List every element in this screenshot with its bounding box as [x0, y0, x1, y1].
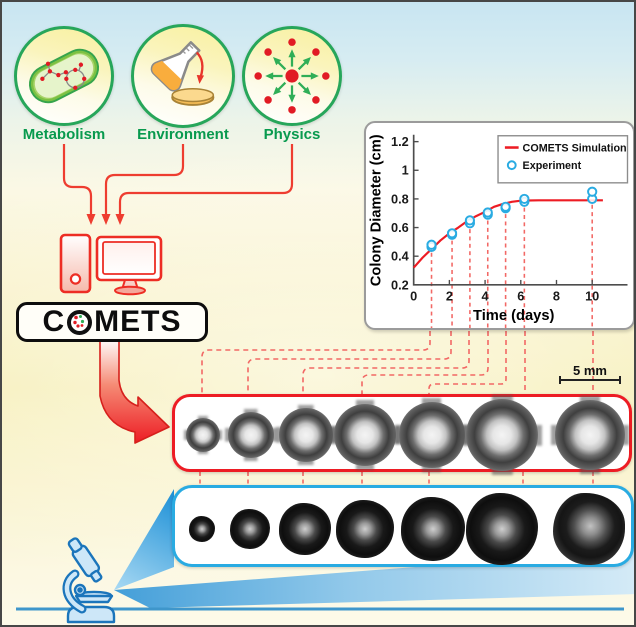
- environment-label: Environment: [137, 126, 229, 143]
- input-connector-arrowheads: [86, 214, 125, 225]
- simulation-colony-row: [172, 394, 632, 472]
- environment-circle: [131, 24, 235, 128]
- simulated-colony-image: [186, 418, 220, 452]
- chart-legend: COMETS Simulation Experiment: [497, 135, 629, 184]
- x-axis-label: Time (days): [473, 308, 555, 324]
- row-connector-droplines: [199, 472, 594, 484]
- experimental-colony-image: [336, 500, 394, 558]
- experiment-point: [446, 228, 458, 239]
- experimental-colony-image: [466, 493, 538, 565]
- comets-output-arrow: [99, 337, 170, 444]
- experiment-colony-row: [172, 485, 634, 567]
- svg-text:Experiment: Experiment: [523, 160, 582, 172]
- y-axis-label: Colony Diameter (cm): [368, 134, 384, 286]
- experimental-colony-image: [279, 503, 331, 555]
- scale-bar: 5 mm: [558, 363, 622, 384]
- flask-petri-dish-icon: [150, 41, 215, 106]
- experiment-point: [519, 193, 530, 205]
- microscope-icon: [62, 537, 116, 624]
- experiment-point: [464, 215, 476, 226]
- simulated-colony-image: [279, 408, 333, 462]
- physics-label: Physics: [263, 126, 321, 143]
- computer-icon: [59, 233, 163, 296]
- input-connector-lines: [62, 144, 294, 215]
- experimental-colony-image: [401, 497, 465, 561]
- svg-text:10: 10: [585, 289, 599, 304]
- svg-text:1: 1: [402, 163, 409, 178]
- bacterium-icon: [29, 48, 99, 104]
- simulated-colony-image: [555, 400, 625, 470]
- simulated-colony-image: [399, 402, 465, 468]
- svg-text:0.6: 0.6: [391, 220, 409, 235]
- svg-text:8: 8: [553, 289, 560, 304]
- svg-text:4: 4: [482, 289, 490, 304]
- svg-text:2: 2: [446, 289, 453, 304]
- logo-text-prefix: C: [42, 305, 66, 338]
- simulated-colony-image: [466, 399, 538, 471]
- experiment-point: [482, 207, 493, 218]
- svg-text:COMETS Simulation: COMETS Simulation: [523, 142, 627, 154]
- experimental-colony-image: [189, 516, 215, 542]
- experiment-point: [500, 201, 511, 212]
- logo-text-suffix: METS: [94, 305, 182, 338]
- metabolism-circle: [14, 26, 114, 126]
- diffusion-arrows-icon: [253, 38, 331, 115]
- scale-bar-line: [559, 376, 621, 384]
- experimental-colony-image: [553, 493, 625, 565]
- scale-bar-label: 5 mm: [573, 363, 607, 378]
- svg-text:1.2: 1.2: [391, 134, 409, 149]
- svg-text:0.4: 0.4: [391, 249, 410, 264]
- simulated-colony-image: [228, 412, 274, 458]
- metabolism-label: Metabolism: [22, 126, 106, 143]
- petri-dish-o-icon: [66, 309, 93, 336]
- svg-text:0.2: 0.2: [391, 277, 409, 292]
- experiment-point: [587, 186, 598, 197]
- simulated-colony-image: [334, 404, 396, 466]
- svg-text:6: 6: [517, 289, 524, 304]
- comets-logo: C METS: [16, 302, 208, 342]
- experiment-point: [426, 239, 437, 250]
- chart-colony-droplines: [201, 331, 594, 394]
- svg-text:0: 0: [410, 289, 417, 304]
- svg-text:0.8: 0.8: [391, 191, 409, 206]
- physics-circle: [242, 26, 342, 126]
- experimental-colony-image: [230, 509, 270, 549]
